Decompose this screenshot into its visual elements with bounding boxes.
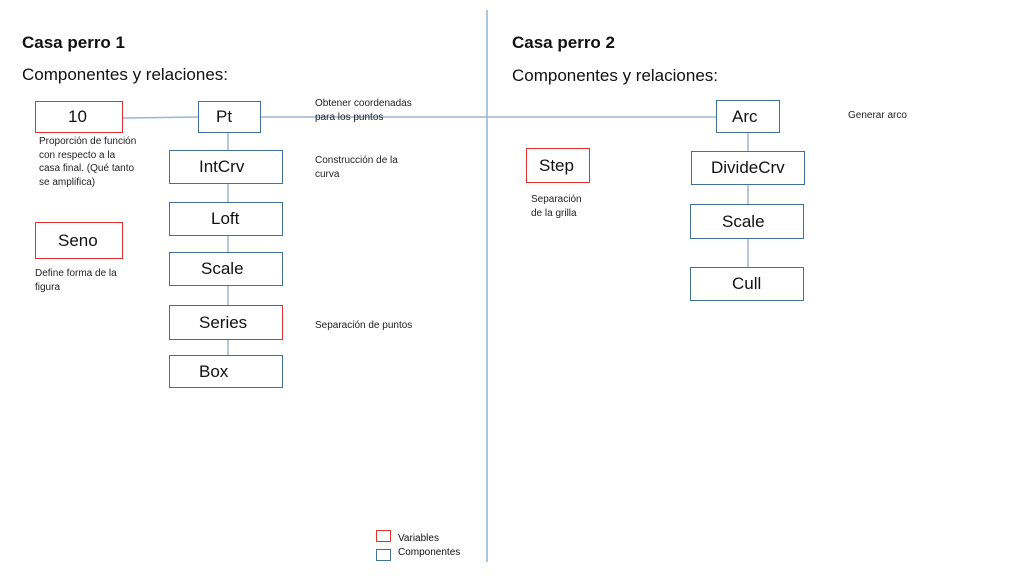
legend-componentes-label: Componentes — [398, 547, 461, 558]
variable-10-box: 10 — [35, 101, 123, 133]
pt-box: Pt — [198, 101, 261, 133]
seno-box: Seno — [35, 222, 123, 259]
cull-box: Cull — [690, 267, 804, 301]
left-subtitle: Componentes y relaciones: — [22, 65, 229, 84]
step-label: Step — [539, 155, 574, 175]
scale-label-right: Scale — [722, 211, 765, 231]
loft-box: Loft — [169, 202, 283, 236]
legend-variables-label: Variables — [398, 533, 439, 544]
cull-label: Cull — [732, 274, 762, 293]
arc-label: Arc — [732, 106, 758, 126]
scale-box-right: Scale — [690, 204, 804, 239]
intcrv-note: Construcción de la curva — [315, 155, 398, 180]
series-label: Series — [199, 312, 248, 332]
right-subtitle: Componentes y relaciones: — [512, 66, 719, 85]
series-box: Series — [169, 305, 283, 340]
box-box: Box — [169, 355, 283, 388]
variable-10-label: 10 — [68, 107, 87, 126]
scale-label-left: Scale — [201, 259, 244, 278]
dividecrv-box: DivideCrv — [691, 151, 805, 185]
right-title: Casa perro 2 — [512, 33, 615, 52]
pt-note: Obtener coordenadas para los puntos — [315, 98, 412, 123]
pt-label: Pt — [216, 107, 233, 126]
legend-variables-swatch — [376, 530, 391, 542]
connector-10-pt — [122, 116, 199, 119]
box-label: Box — [199, 361, 229, 381]
left-title: Casa perro 1 — [22, 33, 125, 52]
seno-note: Define forma de la figura — [35, 268, 117, 293]
intcrv-box: IntCrv — [169, 150, 283, 184]
scale-box-left: Scale — [169, 252, 283, 286]
arc-note: Generar arco — [848, 110, 907, 121]
arc-box: Arc — [716, 100, 780, 133]
series-note: Separación de puntos — [315, 320, 413, 331]
legend-componentes-swatch — [376, 549, 391, 561]
step-note: Separación de la grilla — [531, 194, 582, 219]
seno-label: Seno — [58, 230, 98, 250]
dividecrv-label: DivideCrv — [711, 158, 785, 177]
loft-label: Loft — [211, 209, 240, 228]
step-box: Step — [526, 148, 590, 183]
variable-10-note: Proporción de función con respecto a la … — [39, 136, 137, 188]
intcrv-label: IntCrv — [199, 157, 245, 176]
